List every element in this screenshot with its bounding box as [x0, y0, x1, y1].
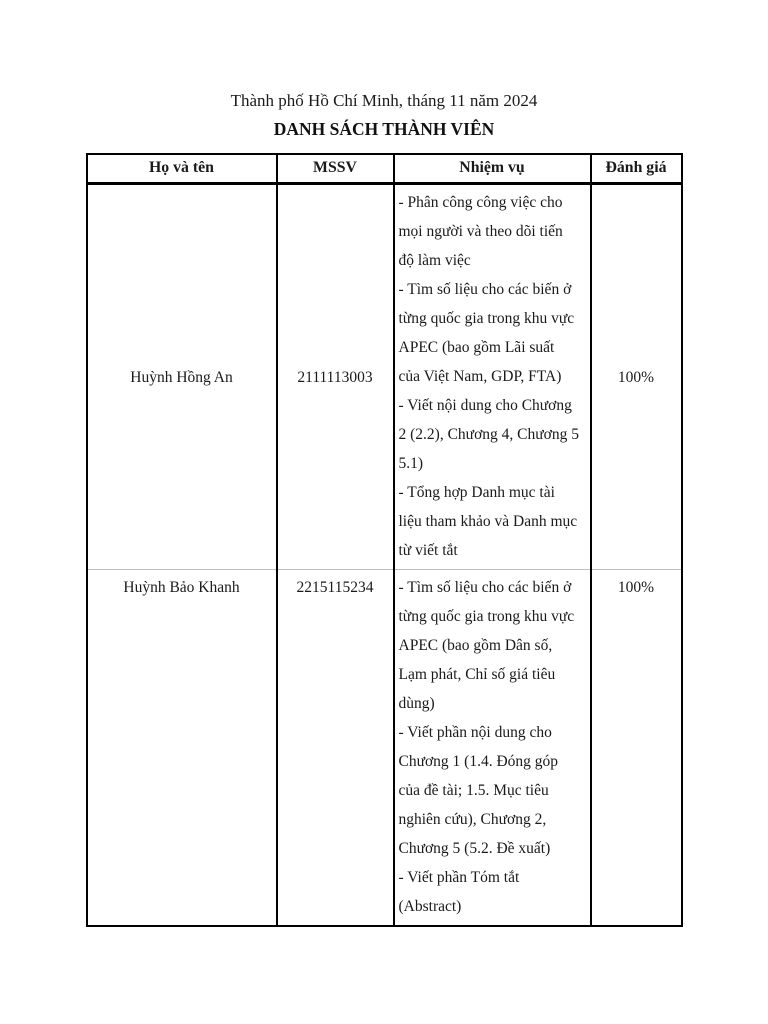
member-rating-cell: 100% — [589, 569, 683, 926]
column-header-tasks: Nhiệm vụ — [392, 154, 592, 185]
column-header-rating: Đánh giá — [589, 154, 683, 185]
table-row: Huỳnh Hồng An 2111113003 - Phân công côn… — [85, 183, 683, 570]
member-tasks-cell: - Tìm số liệu cho các biến ở từng quốc g… — [392, 569, 592, 926]
member-name-cell: Huỳnh Hồng An — [85, 183, 278, 570]
member-tasks-cell: - Phân công công việc cho mọi người và t… — [392, 183, 592, 570]
document-dateline: Thành phố Hồ Chí Minh, tháng 11 năm 2024 — [230, 91, 538, 110]
table-row: Huỳnh Bảo Khanh 2215115234 - Tìm số liệu… — [85, 569, 683, 926]
member-mssv-cell: 2215115234 — [275, 569, 395, 926]
members-table: Họ và tên MSSV Nhiệm vụ Đánh giá Huỳnh H… — [85, 153, 683, 927]
column-header-name: Họ và tên — [85, 154, 278, 185]
member-mssv-cell: 2111113003 — [275, 183, 395, 570]
member-rating-cell: 100% — [589, 183, 683, 570]
member-name-cell: Huỳnh Bảo Khanh — [85, 569, 278, 926]
table-header-row: Họ và tên MSSV Nhiệm vụ Đánh giá — [85, 154, 683, 185]
column-header-mssv: MSSV — [275, 154, 395, 185]
document-title: DANH SÁCH THÀNH VIÊN — [273, 119, 495, 139]
